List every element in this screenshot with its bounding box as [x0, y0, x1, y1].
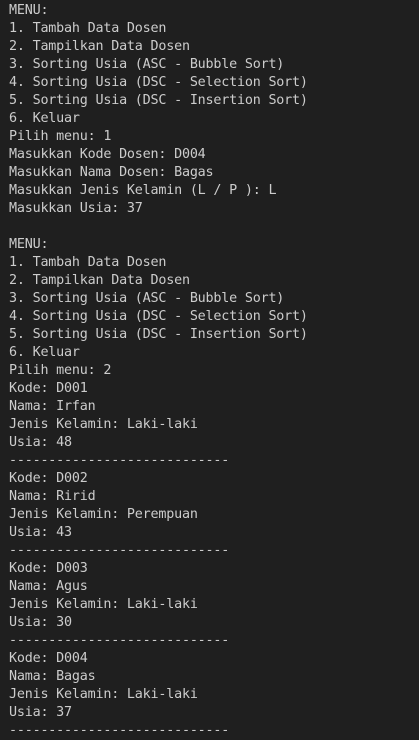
terminal-line: Masukkan Usia: 37: [9, 201, 143, 216]
terminal-line: 6. Keluar: [9, 111, 80, 126]
terminal-line: Usia: 30: [9, 615, 72, 630]
terminal-line: Jenis Kelamin: Laki-laki: [9, 687, 198, 702]
terminal-line: Masukkan Kode Dosen: D004: [9, 147, 206, 162]
terminal-line: 5. Sorting Usia (DSC - Insertion Sort): [9, 93, 308, 108]
terminal-line: Jenis Kelamin: Laki-laki: [9, 417, 198, 432]
terminal-line: ----------------------------: [9, 543, 230, 558]
terminal-line: Kode: D001: [9, 381, 88, 396]
terminal-line: MENU:: [9, 237, 49, 252]
terminal-line: ----------------------------: [9, 723, 230, 738]
terminal-line: 4. Sorting Usia (DSC - Selection Sort): [9, 309, 308, 324]
terminal-line: ----------------------------: [9, 633, 230, 648]
terminal-line: 3. Sorting Usia (ASC - Bubble Sort): [9, 57, 285, 72]
terminal-line: 1. Tambah Data Dosen: [9, 21, 167, 36]
terminal-line: Usia: 37: [9, 705, 72, 720]
terminal-line: Masukkan Nama Dosen: Bagas: [9, 165, 214, 180]
terminal-line: Nama: Irfan: [9, 399, 96, 414]
terminal-line: Kode: D003: [9, 561, 88, 576]
terminal-line: Jenis Kelamin: Perempuan: [9, 507, 198, 522]
terminal-line: 2. Tampilkan Data Dosen: [9, 39, 190, 54]
terminal-line: Pilih menu: 2: [9, 363, 112, 378]
terminal-line: 6. Keluar: [9, 345, 80, 360]
terminal-line: 1. Tambah Data Dosen: [9, 255, 167, 270]
terminal-line: 3. Sorting Usia (ASC - Bubble Sort): [9, 291, 285, 306]
terminal-line: Kode: D002: [9, 471, 88, 486]
terminal-line: Usia: 48: [9, 435, 72, 450]
terminal-line: 4. Sorting Usia (DSC - Selection Sort): [9, 75, 308, 90]
terminal-line: Usia: 43: [9, 525, 72, 540]
terminal-line: [9, 218, 419, 236]
terminal-line: 5. Sorting Usia (DSC - Insertion Sort): [9, 327, 308, 342]
terminal-line: Masukkan Jenis Kelamin (L / P ): L: [9, 183, 277, 198]
terminal-line: ----------------------------: [9, 453, 230, 468]
terminal-line: Kode: D004: [9, 651, 88, 666]
terminal-line: 2. Tampilkan Data Dosen: [9, 273, 190, 288]
terminal-line: Nama: Agus: [9, 579, 88, 594]
terminal-line: Nama: Ririd: [9, 489, 96, 504]
terminal-line: Pilih menu: 1: [9, 129, 112, 144]
terminal-line: Jenis Kelamin: Laki-laki: [9, 597, 198, 612]
terminal-line: Nama: Bagas: [9, 669, 96, 684]
terminal-line: MENU:: [9, 3, 49, 18]
